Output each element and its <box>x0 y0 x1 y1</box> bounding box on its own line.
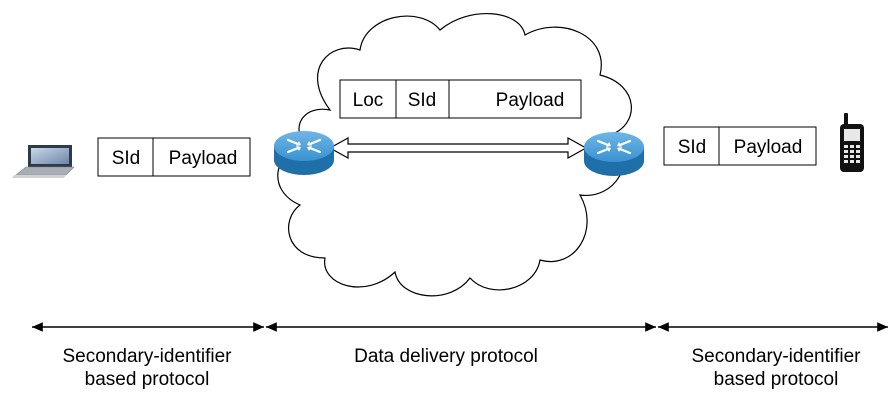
mobile-phone-icon <box>840 113 864 172</box>
segment-caption-right-line2: based protocol <box>713 369 839 390</box>
segment-caption-middle-line1: Data delivery protocol <box>354 346 538 367</box>
segment-caption-left-line2: based protocol <box>84 369 210 390</box>
segment-caption-right: Secondary-identifier based protocol <box>660 345 892 391</box>
packet-center-payload: Payload <box>496 90 565 111</box>
segment-caption-middle: Data delivery protocol <box>316 345 576 368</box>
packet-center-loc: Loc <box>353 90 384 111</box>
packet-center-sid: SId <box>408 90 437 111</box>
segment-caption-left: Secondary-identifier based protocol <box>22 345 272 391</box>
packet-left-sid: SId <box>112 148 141 169</box>
packet-center: Loc SId Payload <box>339 79 582 119</box>
router-icon <box>584 132 644 176</box>
segment-caption-right-line1: Secondary-identifier <box>691 346 861 367</box>
packet-right-sid: SId <box>678 137 707 158</box>
packet-left-payload: Payload <box>169 148 238 169</box>
packet-left: SId Payload <box>97 137 251 177</box>
router-icon <box>274 131 334 175</box>
packet-right: SId Payload <box>663 126 817 166</box>
laptop-icon <box>12 145 75 178</box>
packet-right-payload: Payload <box>734 137 803 158</box>
segment-caption-left-line1: Secondary-identifier <box>62 346 232 367</box>
